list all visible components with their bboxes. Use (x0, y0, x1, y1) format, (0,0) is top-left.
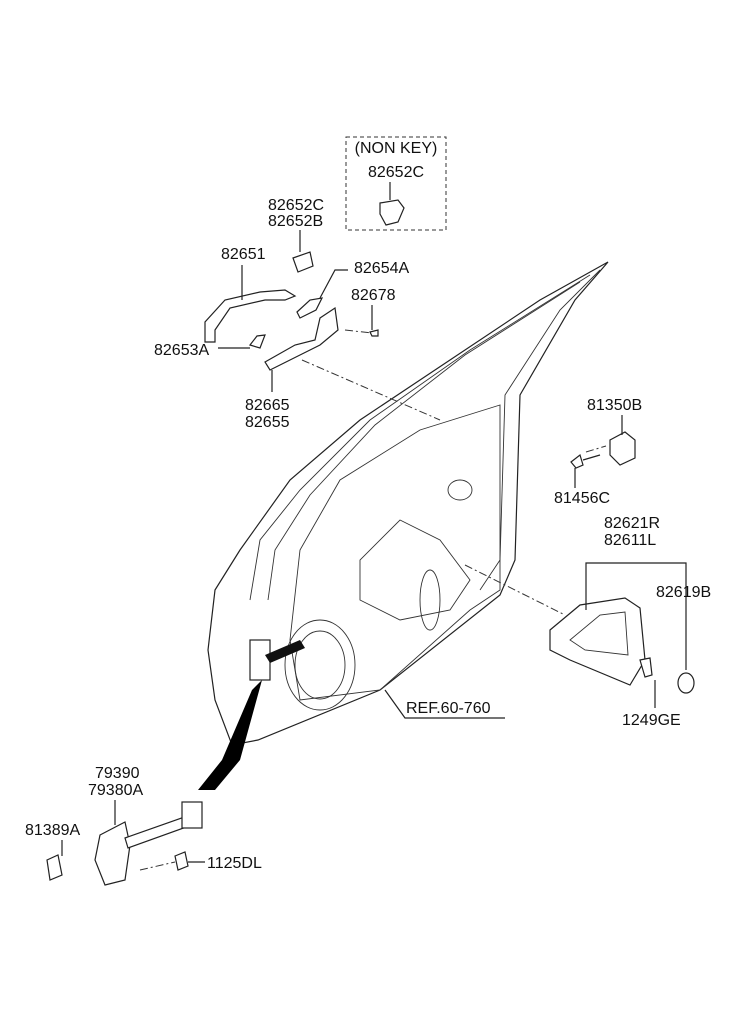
checker-pointer (198, 680, 262, 790)
label-1125DL: 1125DL (207, 855, 262, 872)
bolt-81389A (46, 854, 63, 881)
label-ref: REF.60-760 (406, 700, 491, 717)
gasket (296, 297, 324, 319)
outside-handle (204, 289, 297, 343)
label-79380A: 79380A (88, 782, 143, 799)
striker-screw (570, 453, 584, 469)
label-82621R: 82621R (604, 515, 660, 532)
non-key-box (345, 136, 447, 231)
label-81389A: 81389A (25, 822, 80, 839)
label-82619B: 82619B (656, 584, 711, 601)
handle-base (264, 306, 339, 371)
key-cap-nonkey (379, 199, 405, 226)
bolt-1125DL (174, 851, 189, 871)
label-82665: 82665 (245, 397, 290, 414)
label-82678: 82678 (351, 287, 396, 304)
label-82652C-nonkey: 82652C (368, 164, 424, 181)
door-checker-end (181, 801, 203, 829)
inside-handle (549, 597, 646, 686)
label-1249GE: 1249GE (622, 712, 681, 729)
door-checker-bracket (94, 821, 131, 886)
screw-82678 (369, 329, 379, 337)
label-82651: 82651 (221, 246, 266, 263)
label-81456C: 81456C (554, 490, 610, 507)
label-81350B: 81350B (587, 397, 642, 414)
label-82653A: 82653A (154, 342, 209, 359)
label-82652C: 82652C (268, 197, 324, 214)
screw-1249GE (639, 657, 653, 678)
label-82611L: 82611L (604, 532, 656, 549)
cap-82619B (677, 672, 695, 694)
label-82655: 82655 (245, 414, 290, 431)
striker (609, 431, 636, 466)
key-cap (292, 251, 314, 273)
label-82652B: 82652B (268, 213, 323, 230)
label-79390: 79390 (95, 765, 140, 782)
non-key-heading: (NON KEY) (355, 140, 438, 157)
door-panel (207, 261, 609, 746)
gasket-small (248, 334, 266, 349)
label-82654A: 82654A (354, 260, 409, 277)
